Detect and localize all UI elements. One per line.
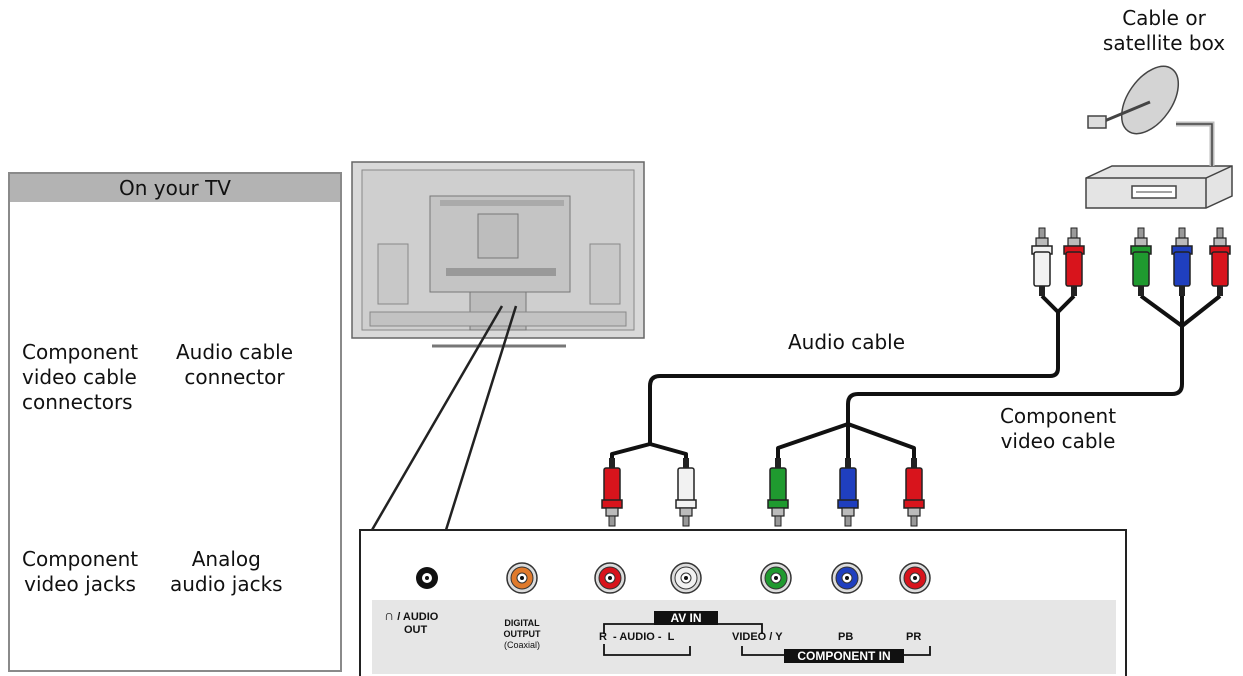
video-y-label: VIDEO / Y — [732, 631, 783, 643]
legend-header: On your TV — [10, 174, 340, 202]
tv-back-illustration — [351, 161, 645, 348]
source-plug-video-y — [1130, 227, 1152, 297]
plug-audio-l — [675, 457, 697, 527]
audio-rl-label: R - AUDIO - L — [599, 631, 675, 643]
audio-connector-label: Audio cable connector — [176, 340, 294, 389]
source-plug-pb — [1171, 227, 1193, 297]
plug-pb — [837, 457, 859, 527]
jack-video-y — [760, 562, 792, 594]
audio-out-jack — [416, 567, 438, 589]
audio-out-label: ∩ / AUDIO OUT — [384, 607, 439, 636]
plug-audio-r — [601, 457, 623, 527]
source-plug-pr — [1209, 227, 1231, 297]
cables — [610, 294, 1222, 458]
plug-video-y — [767, 457, 789, 527]
component-jacks-label: Component video jacks — [22, 547, 139, 596]
satellite-box-illustration — [1085, 65, 1233, 209]
source-plug-audio-l — [1031, 227, 1053, 297]
on-your-tv-legend: On your TV — [8, 172, 342, 672]
pb-label: PB — [838, 631, 854, 643]
audio-cable-label: Audio cable — [788, 330, 906, 354]
plug-pr — [903, 457, 925, 527]
source-box-label: Cable or satellite box — [1102, 6, 1226, 55]
digital-output-label: DIGITAL OUTPUT (Coaxial) — [503, 618, 541, 650]
connection-panel — [359, 529, 1127, 676]
digital-output-jack — [506, 562, 538, 594]
av-in-label: AV IN — [654, 611, 718, 625]
component-connectors-label: Component video cable connectors — [22, 340, 139, 414]
jack-audio-r — [594, 562, 626, 594]
component-in-label: COMPONENT IN — [784, 649, 904, 663]
headphone-icon: ∩ — [384, 607, 395, 623]
component-cable-label: Component video cable — [999, 404, 1117, 453]
jack-audio-l — [670, 562, 702, 594]
jack-pr — [899, 562, 931, 594]
source-plug-audio-r — [1063, 227, 1085, 297]
pr-label: PR — [906, 631, 922, 643]
audio-jacks-label: Analog audio jacks — [170, 547, 283, 596]
jack-pb — [831, 562, 863, 594]
